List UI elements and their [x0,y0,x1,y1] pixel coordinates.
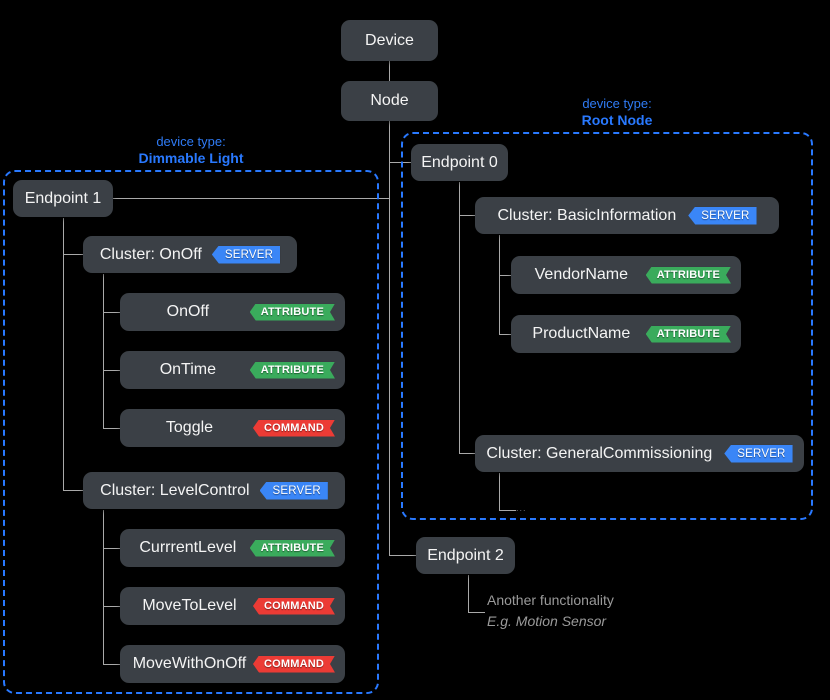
endpoint-2-note-line1: Another functionality [487,592,614,608]
generalcommissioning-ellipsis: ... [516,503,527,513]
connector-endpoint1-onoff [63,254,83,255]
connector-spine-endpoint2 [389,555,416,556]
attribute-ontime-label: OnTime [159,361,216,378]
command-movewithonoff-box[interactable]: MoveWithOnOff COMMAND [120,645,345,683]
connector-device-node [389,60,390,82]
connector-endpoint0-trunk [459,182,460,454]
command-toggle-box[interactable]: Toggle COMMAND [120,409,345,447]
endpoint-0-label: Endpoint 0 [421,153,498,171]
device-type-prefix: device type: [582,96,652,111]
badge-server: SERVER [211,245,281,264]
badge-attribute: ATTRIBUTE [646,267,731,284]
badge-server: SERVER [259,481,328,500]
connector-levelcontrol-item-1 [103,548,120,549]
attribute-vendorname-label: VendorName [534,266,629,283]
connector-endpoint0-generalcommissioning [459,453,479,454]
cluster-generalcommissioning-label: Cluster: GeneralCommissioning [486,444,713,462]
connector-spine-endpoint1 [112,198,390,199]
connector-levelcontrol-item-2 [103,606,120,607]
connector-levelcontrol-item-3 [103,664,120,665]
connector-onoff-item-2 [103,370,120,371]
node-device-label: Device [365,31,414,49]
device-type-name: Root Node [581,111,653,128]
device-type-label-dimmable-light: device type: Dimmable Light [101,134,281,166]
connector-onoff-item-3 [103,428,120,429]
command-movewithonoff-label: MoveWithOnOff [132,655,247,672]
connector-basicinfo-trunk [499,235,500,334]
connector-onoff-trunk [103,274,104,428]
connector-generalcommissioning-trunk [499,473,500,510]
badge-attribute: ATTRIBUTE [250,304,335,321]
connector-endpoint2-trunk [468,575,469,612]
attribute-currrentlevel-box[interactable]: CurrrentLevel ATTRIBUTE [120,529,345,567]
badge-command: COMMAND [253,656,335,673]
connector-endpoint1-levelcontrol [63,490,83,491]
endpoint-0-box[interactable]: Endpoint 0 [411,144,508,181]
connector-levelcontrol-trunk [103,510,104,664]
endpoint-1-label: Endpoint 1 [24,189,102,207]
connector-basicinfo-item-2 [499,334,516,335]
badge-command: COMMAND [253,420,335,437]
badge-server: SERVER [688,206,757,225]
connector-endpoint2-note [468,612,485,613]
attribute-onoff-box[interactable]: OnOff ATTRIBUTE [120,293,345,331]
cluster-basicinformation-label: Cluster: BasicInformation [497,206,677,224]
cluster-levelcontrol-label: Cluster: LevelControl [100,481,250,499]
connector-endpoint0-basicinfo [459,215,479,216]
endpoint-2-label: Endpoint 2 [427,546,504,564]
device-type-name: Dimmable Light [138,149,244,166]
command-movetolevel-box[interactable]: MoveToLevel COMMAND [120,587,345,625]
connector-generalcommissioning-item-1 [499,510,516,511]
device-type-region-dimmable-light [3,170,379,694]
endpoint-2-note-line2: E.g. Motion Sensor [487,613,607,629]
node-node[interactable]: Node [341,81,438,121]
cluster-generalcommissioning-box[interactable]: Cluster: GeneralCommissioning SERVER [475,435,804,472]
endpoint-1-box[interactable]: Endpoint 1 [13,180,113,217]
cluster-onoff-label: Cluster: OnOff [99,245,202,263]
attribute-productname-label: ProductName [532,325,631,342]
connector-onoff-item-1 [103,312,120,313]
badge-attribute: ATTRIBUTE [250,362,335,379]
badge-command: COMMAND [253,598,335,615]
connector-spine-endpoint0 [389,162,411,163]
badge-server: SERVER [724,444,793,463]
device-type-prefix: device type: [156,134,226,149]
badge-attribute: ATTRIBUTE [646,326,731,343]
node-device[interactable]: Device [341,20,438,61]
command-toggle-label: Toggle [165,419,214,436]
connector-basicinfo-item-1 [499,275,516,276]
cluster-levelcontrol-box[interactable]: Cluster: LevelControl SERVER [83,472,345,509]
command-movetolevel-label: MoveToLevel [142,597,237,614]
connector-endpoint1-trunk [63,218,64,490]
connector-node-spine [389,120,390,556]
cluster-onoff-box[interactable]: Cluster: OnOff SERVER [83,236,297,273]
device-type-label-root-node: device type: Root Node [527,96,707,128]
device-type-region-root-node [401,132,813,520]
node-node-label: Node [370,92,409,109]
attribute-onoff-label: OnOff [166,303,210,320]
attribute-currrentlevel-label: CurrrentLevel [139,539,237,556]
attribute-vendorname-box[interactable]: VendorName ATTRIBUTE [511,256,741,294]
attribute-ontime-box[interactable]: OnTime ATTRIBUTE [120,351,345,389]
badge-attribute: ATTRIBUTE [250,540,335,557]
attribute-productname-box[interactable]: ProductName ATTRIBUTE [511,315,741,353]
cluster-basicinformation-box[interactable]: Cluster: BasicInformation SERVER [475,197,779,234]
endpoint-2-box[interactable]: Endpoint 2 [416,537,515,574]
